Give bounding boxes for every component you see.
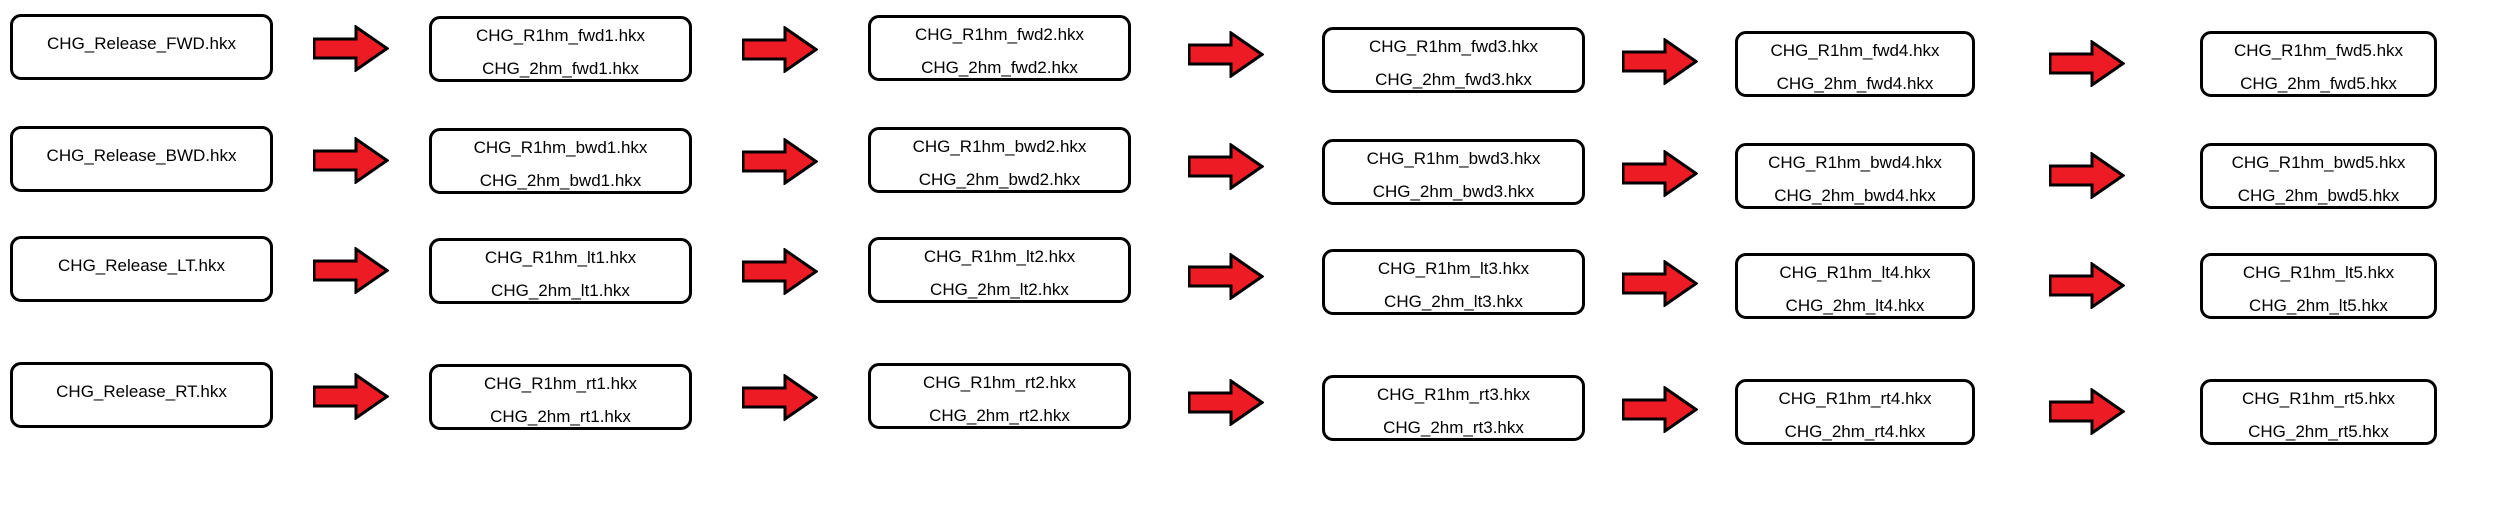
filename-line2: CHG_2hm_fwd2.hkx <box>921 58 1078 77</box>
step-file-box: CHG_R1hm_lt4.hkx CHG_2hm_lt4.hkx <box>1735 253 1975 319</box>
step-file-box: CHG_R1hm_rt2.hkx CHG_2hm_rt2.hkx <box>868 363 1131 429</box>
filename-line2: CHG_2hm_rt5.hkx <box>2248 422 2389 441</box>
filename-line2: CHG_2hm_lt5.hkx <box>2249 296 2388 315</box>
filename-line1: CHG_R1hm_lt3.hkx <box>1377 259 1530 278</box>
filename-line1: CHG_R1hm_fwd2.hkx <box>914 25 1085 44</box>
step-file-box: CHG_R1hm_rt3.hkx CHG_2hm_rt3.hkx <box>1322 375 1585 441</box>
arrow-right-icon <box>742 374 818 421</box>
filename-line2: CHG_2hm_fwd4.hkx <box>1776 74 1934 93</box>
arrow-right-icon <box>1188 31 1264 78</box>
filename-line2: CHG_2hm_fwd1.hkx <box>482 59 639 78</box>
filename-line1: CHG_R1hm_bwd4.hkx <box>1768 153 1942 172</box>
arrow-right-icon <box>742 26 818 73</box>
arrow-right-icon <box>1622 260 1698 307</box>
arrow-right-icon <box>313 247 389 294</box>
step-file-box: CHG_R1hm_bwd3.hkx CHG_2hm_bwd3.hkx <box>1322 139 1585 205</box>
step-file-box: CHG_R1hm_bwd5.hkx CHG_2hm_bwd5.hkx <box>2200 143 2437 209</box>
source-file-box: CHG_Release_BWD.hkx <box>10 126 273 192</box>
filename-line1: CHG_R1hm_lt1.hkx <box>484 248 637 267</box>
step-file-box: CHG_R1hm_lt5.hkx CHG_2hm_lt5.hkx <box>2200 253 2437 319</box>
arrow-right-icon <box>742 138 818 185</box>
filename-line2: CHG_2hm_bwd2.hkx <box>918 170 1081 189</box>
source-file-box: CHG_Release_LT.hkx <box>10 236 273 302</box>
step-file-box: CHG_R1hm_lt3.hkx CHG_2hm_lt3.hkx <box>1322 249 1585 315</box>
filename-line1: CHG_R1hm_bwd2.hkx <box>912 137 1087 156</box>
arrow-right-icon <box>1622 38 1698 85</box>
filename-line2: CHG_2hm_lt4.hkx <box>1785 296 1925 315</box>
filename-line2: CHG_2hm_fwd5.hkx <box>2240 74 2397 93</box>
step-file-box: CHG_R1hm_lt2.hkx CHG_2hm_lt2.hkx <box>868 237 1131 303</box>
filename-line2: CHG_2hm_bwd1.hkx <box>479 171 642 190</box>
filename-line1: CHG_R1hm_bwd1.hkx <box>473 138 648 157</box>
filename-line1: CHG_R1hm_fwd4.hkx <box>1770 41 1940 60</box>
step-file-box: CHG_R1hm_rt1.hkx CHG_2hm_rt1.hkx <box>429 364 692 430</box>
filename-line2: CHG_2hm_rt1.hkx <box>490 407 631 426</box>
filename-line2: CHG_2hm_rt4.hkx <box>1784 422 1926 441</box>
step-file-box: CHG_R1hm_rt5.hkx CHG_2hm_rt5.hkx <box>2200 379 2437 445</box>
filename-line1: CHG_R1hm_rt4.hkx <box>1778 389 1932 408</box>
filename: CHG_Release_BWD.hkx <box>46 146 237 165</box>
step-file-box: CHG_R1hm_fwd2.hkx CHG_2hm_fwd2.hkx <box>868 15 1131 81</box>
filename-line2: CHG_2hm_bwd4.hkx <box>1774 186 1936 205</box>
step-file-box: CHG_R1hm_rt4.hkx CHG_2hm_rt4.hkx <box>1735 379 1975 445</box>
arrow-right-icon <box>1188 253 1264 300</box>
filename-line2: CHG_2hm_bwd5.hkx <box>2237 186 2400 205</box>
arrow-right-icon <box>1622 150 1698 197</box>
source-file-box: CHG_Release_FWD.hkx <box>10 14 273 80</box>
arrow-right-icon <box>1188 143 1264 190</box>
arrow-right-icon <box>1622 386 1698 433</box>
filename-line2: CHG_2hm_lt3.hkx <box>1384 292 1523 311</box>
filename-line1: CHG_R1hm_rt5.hkx <box>2241 389 2396 408</box>
filename-line1: CHG_R1hm_lt4.hkx <box>1779 263 1931 282</box>
arrow-right-icon <box>313 25 389 72</box>
step-file-box: CHG_R1hm_bwd1.hkx CHG_2hm_bwd1.hkx <box>429 128 692 194</box>
filename-line1: CHG_R1hm_lt2.hkx <box>923 247 1076 266</box>
filename-line1: CHG_R1hm_fwd1.hkx <box>475 26 646 45</box>
filename-line1: CHG_R1hm_bwd3.hkx <box>1366 149 1541 168</box>
filename-line1: CHG_R1hm_bwd5.hkx <box>2231 153 2406 172</box>
filename-line2: CHG_2hm_lt1.hkx <box>491 281 630 300</box>
filename-line1: CHG_R1hm_lt5.hkx <box>2242 263 2395 282</box>
step-file-box: CHG_R1hm_bwd4.hkx CHG_2hm_bwd4.hkx <box>1735 143 1975 209</box>
filename-line1: CHG_R1hm_rt3.hkx <box>1376 385 1531 404</box>
arrow-right-icon <box>2049 152 2125 199</box>
step-file-box: CHG_R1hm_bwd2.hkx CHG_2hm_bwd2.hkx <box>868 127 1131 193</box>
arrow-right-icon <box>2049 40 2125 87</box>
filename-line2: CHG_2hm_bwd3.hkx <box>1372 182 1535 201</box>
filename: CHG_Release_FWD.hkx <box>47 34 236 53</box>
arrow-right-icon <box>313 137 389 184</box>
filename-line1: CHG_R1hm_rt1.hkx <box>483 374 638 393</box>
filename-line2: CHG_2hm_fwd3.hkx <box>1375 70 1532 89</box>
arrow-right-icon <box>2049 262 2125 309</box>
filename: CHG_Release_RT.hkx <box>56 382 227 401</box>
source-file-box: CHG_Release_RT.hkx <box>10 362 273 428</box>
step-file-box: CHG_R1hm_fwd3.hkx CHG_2hm_fwd3.hkx <box>1322 27 1585 93</box>
arrow-right-icon <box>313 373 389 420</box>
filename-line2: CHG_2hm_rt2.hkx <box>929 406 1070 425</box>
filename-line2: CHG_2hm_lt2.hkx <box>930 280 1069 299</box>
filename-line2: CHG_2hm_rt3.hkx <box>1383 418 1524 437</box>
filename-line1: CHG_R1hm_rt2.hkx <box>922 373 1077 392</box>
step-file-box: CHG_R1hm_fwd1.hkx CHG_2hm_fwd1.hkx <box>429 16 692 82</box>
arrow-right-icon <box>1188 379 1264 426</box>
filename-line1: CHG_R1hm_fwd5.hkx <box>2233 41 2404 60</box>
step-file-box: CHG_R1hm_fwd4.hkx CHG_2hm_fwd4.hkx <box>1735 31 1975 97</box>
step-file-box: CHG_R1hm_fwd5.hkx CHG_2hm_fwd5.hkx <box>2200 31 2437 97</box>
arrow-right-icon <box>742 248 818 295</box>
arrow-right-icon <box>2049 388 2125 435</box>
filename-line1: CHG_R1hm_fwd3.hkx <box>1368 37 1539 56</box>
step-file-box: CHG_R1hm_lt1.hkx CHG_2hm_lt1.hkx <box>429 238 692 304</box>
filename: CHG_Release_LT.hkx <box>58 256 225 275</box>
